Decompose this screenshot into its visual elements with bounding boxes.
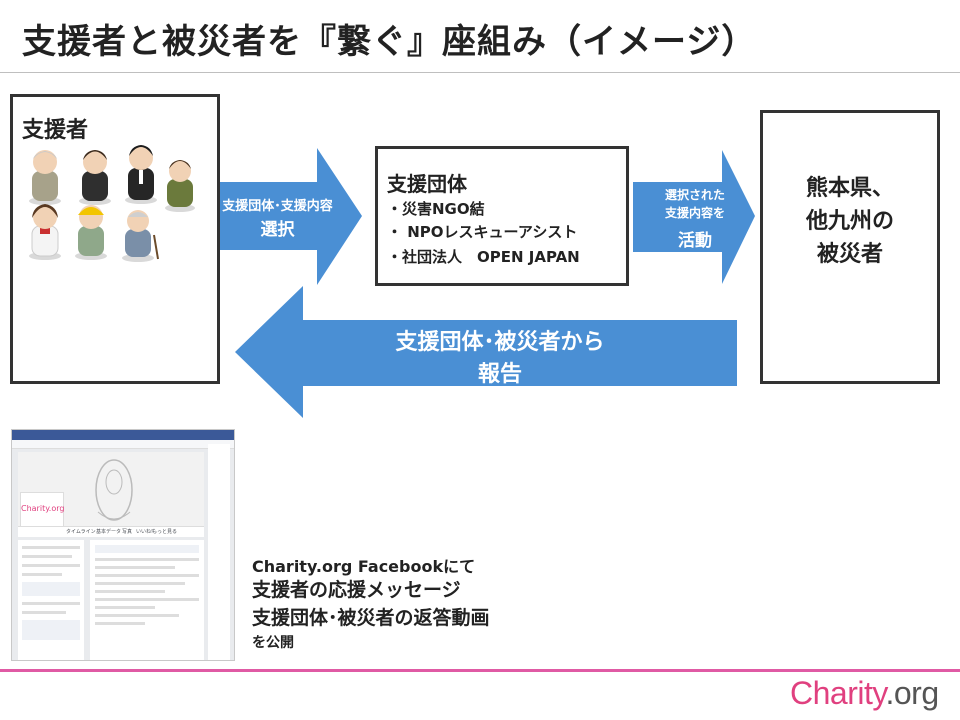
supporters-label: 支援者 [22, 118, 89, 143]
fb-tab: いいね! [136, 529, 154, 535]
brand-suffix: .org [885, 675, 939, 711]
person-elderly-man-cane-icon [122, 210, 159, 262]
arrow-activity-label-3: 活動 [678, 231, 712, 251]
facebook-caption-line: 支援団体･被災者の返答動画 [252, 607, 490, 629]
fb-tab: タイムライン [66, 529, 96, 535]
fb-tab: 写真 [122, 529, 133, 535]
facebook-caption-line: 支援者の応援メッセージ [252, 579, 461, 601]
arrow-activity-shape [633, 150, 755, 284]
fb-profile-logo-box: Charity.org [20, 492, 64, 528]
person-schoolgirl-icon [29, 204, 61, 260]
person-worker-helmet-icon [75, 205, 107, 260]
person-man-dark-suit-icon [79, 150, 111, 205]
facebook-caption-line: を公開 [252, 635, 294, 651]
fb-tab: もっと見る [152, 529, 178, 535]
victims-label-line: 熊本県、 [805, 176, 894, 201]
victims-label-line: 他九州の [805, 209, 894, 234]
facebook-caption-line: Charity.org Facebookにて [252, 557, 476, 576]
fb-right-rail [208, 444, 230, 660]
organization-item: ・ NPOレスキューアシスト [387, 223, 578, 241]
organizations-title: 支援団体 [387, 172, 467, 196]
arrow-report-shape [235, 286, 737, 418]
victims-label-line: 被災者 [816, 242, 883, 267]
brand-logo: Charity.org [790, 675, 939, 712]
arrow-activity-label-1: 選択された [664, 188, 725, 202]
facebook-page-thumbnail: Charity.org タイムライン 基本データ 写真 いいね! もっと見る [11, 429, 235, 661]
organization-item: ・災害NGO結 [387, 200, 485, 218]
fb-profile-logo-text: Charity.org [21, 504, 65, 513]
arrow-activity-label-2: 支援内容を [664, 206, 725, 220]
title-divider [0, 72, 960, 73]
fb-top-bar [12, 430, 234, 440]
arrow-select-shape [202, 148, 362, 285]
organizations-box [375, 146, 629, 286]
arrow-report-label-1: 支援団体･被災者から [395, 330, 605, 355]
arrow-report-label-2: 報告 [477, 362, 522, 387]
arrow-select-label-1: 支援団体･支援内容 [222, 199, 333, 214]
fb-tab-bar: タイムライン 基本データ 写真 いいね! もっと見る [18, 526, 204, 537]
arrow-select-label-2: 選択 [260, 220, 295, 240]
fb-left-column [18, 540, 84, 660]
fb-sub-bar [12, 440, 234, 449]
victims-box [760, 110, 940, 384]
page-title: 支援者と被災者を『繋ぐ』座組み（イメージ） [22, 22, 757, 62]
person-elderly-woman-icon [29, 150, 61, 205]
fb-post-column [90, 540, 204, 660]
footer-divider [0, 669, 960, 672]
organization-item: ・社団法人 OPEN JAPAN [387, 248, 580, 266]
fb-tab: 基本データ [96, 529, 122, 535]
brand-name: Charity [790, 675, 886, 711]
person-student-green-icon [165, 160, 195, 212]
person-man-suit-icon [125, 145, 157, 204]
